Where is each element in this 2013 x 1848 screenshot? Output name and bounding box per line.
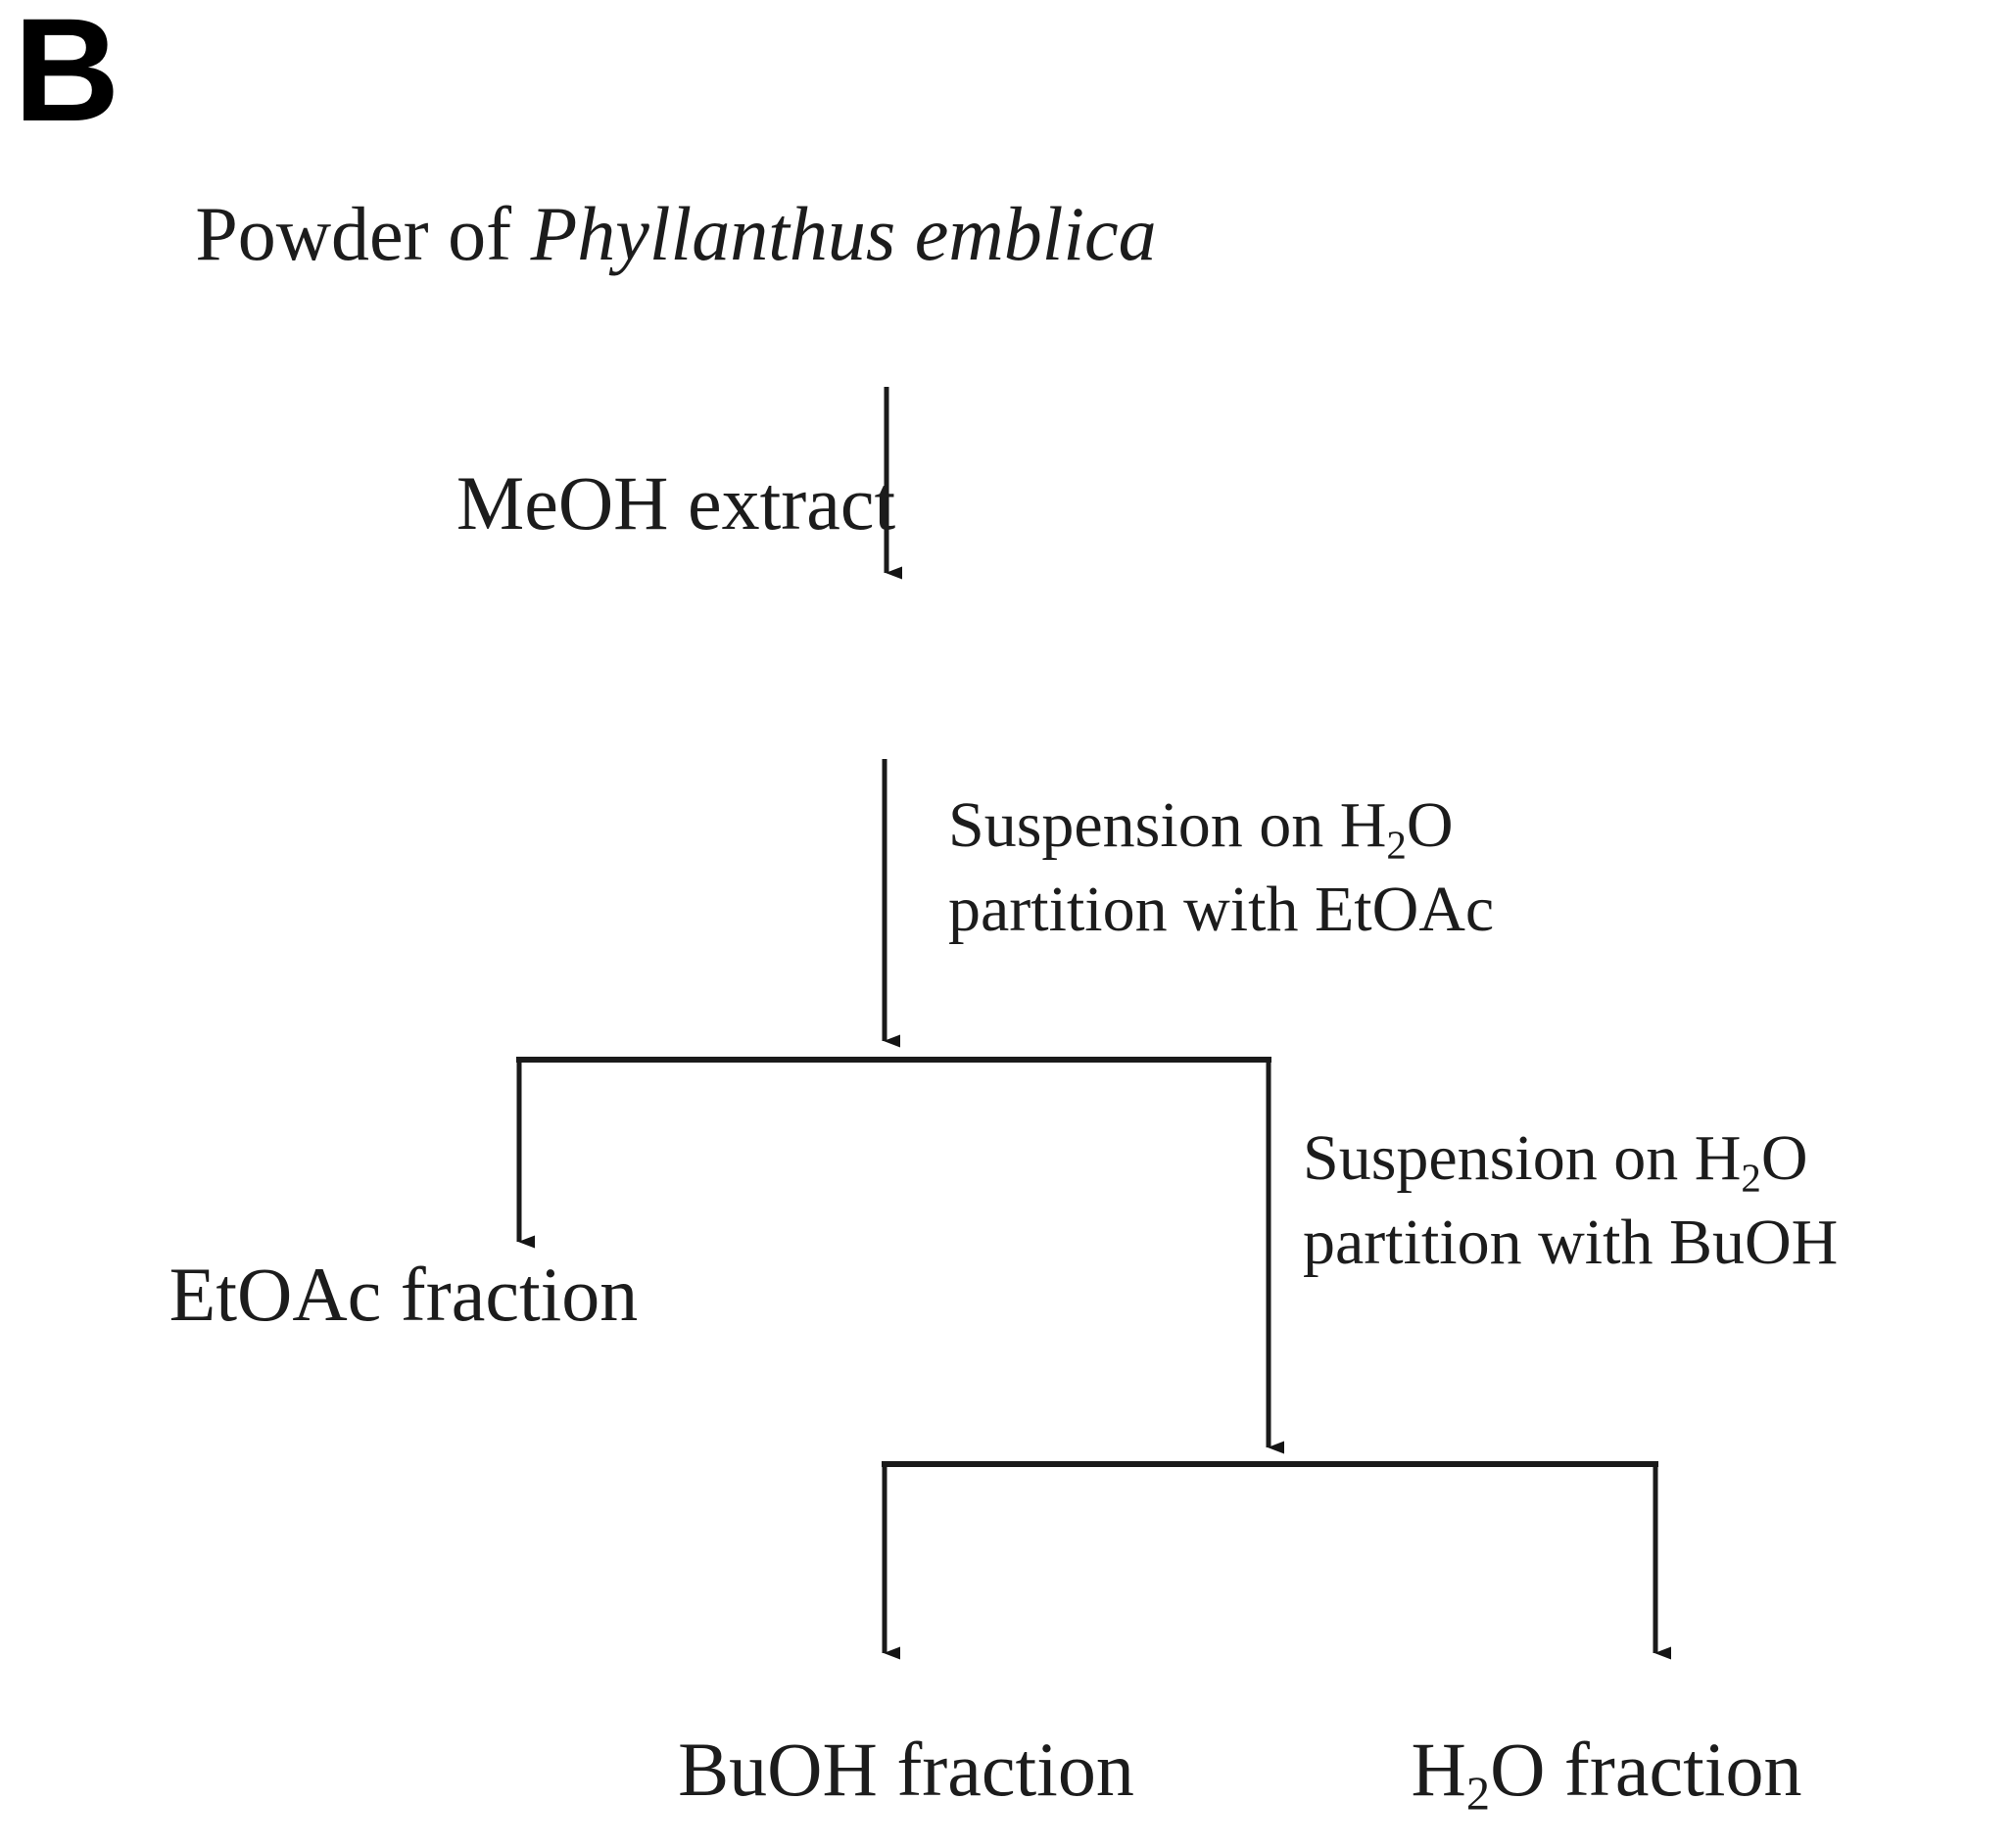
buoh-fraction-node: BuOH fraction (678, 1727, 1134, 1812)
partition-etoac-note-line1: Suspension on H2O (948, 783, 1494, 868)
note1-line1-post: O (1406, 789, 1454, 861)
partition-buoh-note-line2: partition with BuOH (1303, 1206, 1839, 1278)
meoh-extract-node: MeOH extract (455, 460, 896, 545)
note2-line1-post: O (1760, 1122, 1808, 1194)
partition-etoac-note: Suspension on H2O partition with EtOAc (948, 783, 1494, 952)
water-node-suffix: O fraction (1490, 1727, 1802, 1812)
water-node-h: H (1411, 1727, 1466, 1812)
powder-node-prefix: Powder of (195, 191, 531, 276)
note1-line1-pre: Suspension on H (948, 789, 1387, 861)
water-fraction-node: H2O fraction (1412, 1731, 1802, 1819)
note2-line1-subscript: 2 (1741, 1156, 1761, 1201)
note2-line1-pre: Suspension on H (1303, 1122, 1742, 1194)
powder-node-species: Phyllanthus emblica (530, 191, 1157, 276)
partition-etoac-note-line2: partition with EtOAc (948, 873, 1495, 945)
panel-label-b: B (14, 0, 120, 152)
powder-node: Powder of Phyllanthus emblica (195, 196, 1156, 272)
partition-buoh-note: Suspension on H2O partition with BuOH (1303, 1116, 1838, 1285)
partition-buoh-note-line1: Suspension on H2O (1303, 1116, 1838, 1201)
note1-line1-subscript: 2 (1386, 823, 1407, 868)
water-node-subscript: 2 (1465, 1768, 1491, 1821)
etoac-fraction-node: EtOAc fraction (168, 1252, 639, 1337)
